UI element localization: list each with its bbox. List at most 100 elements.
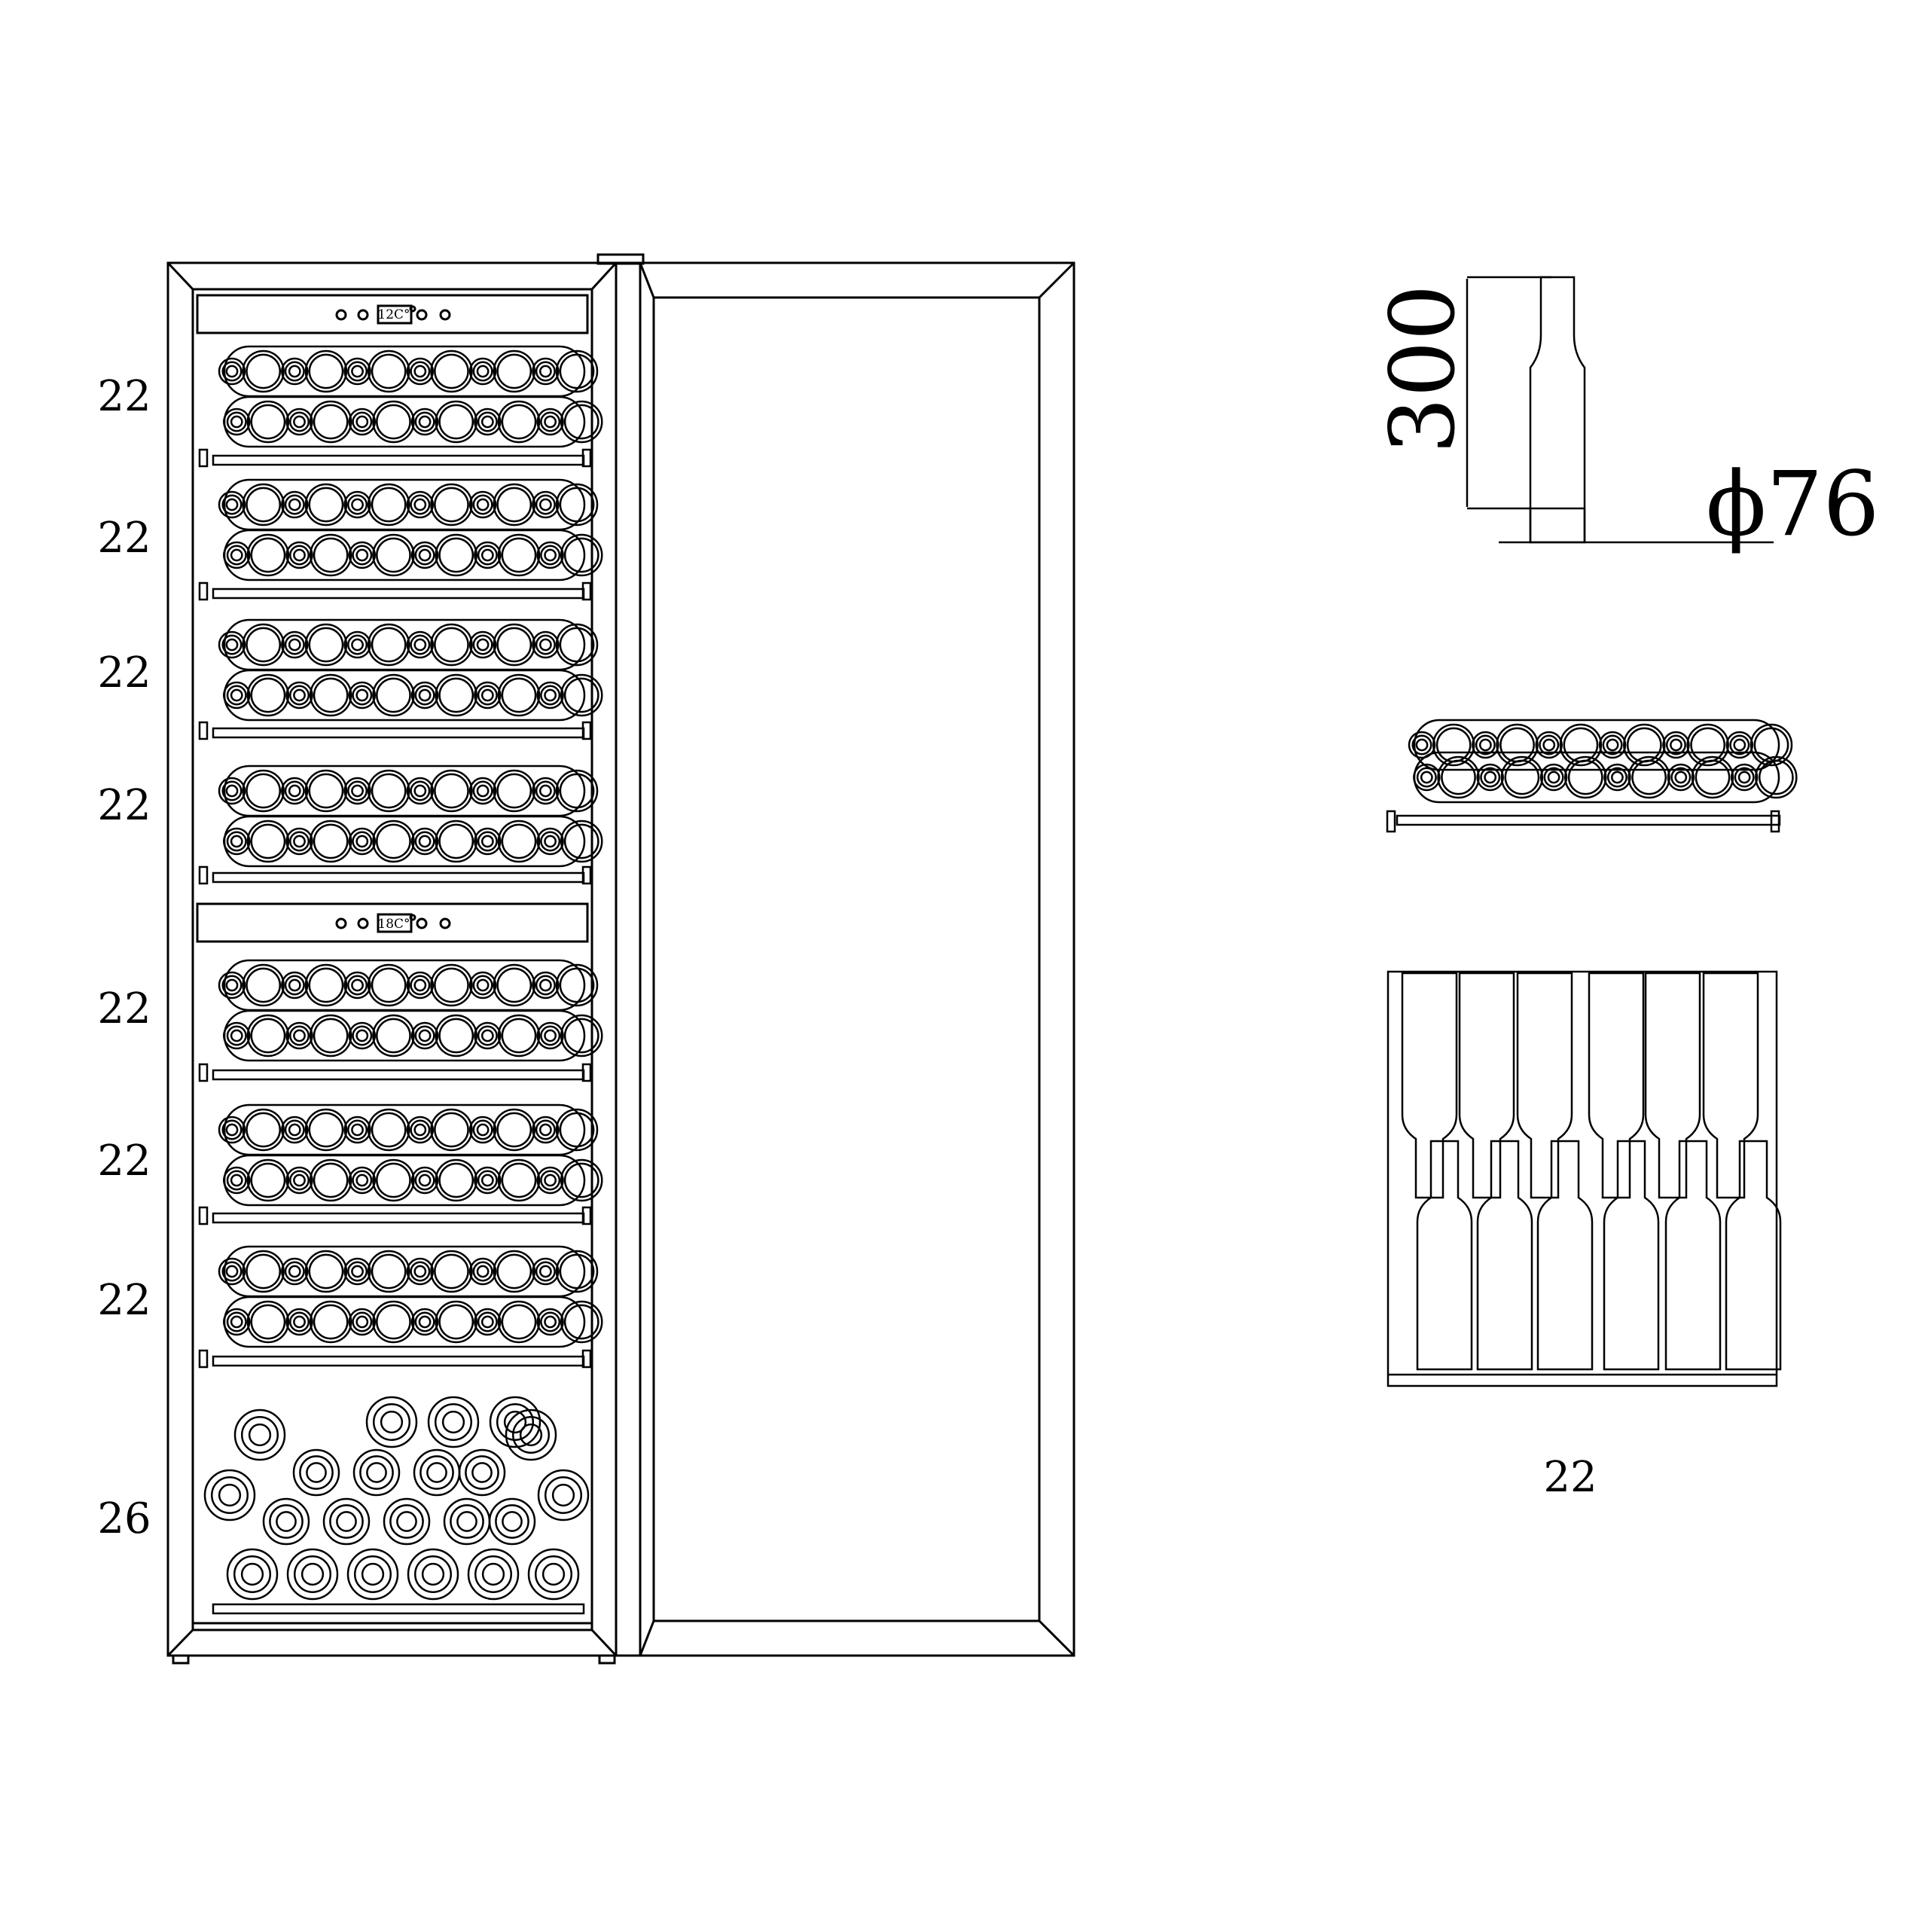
bottle-outline — [1623, 723, 1666, 767]
bottle-outline — [367, 769, 410, 813]
bottle-outline — [1496, 723, 1539, 767]
bottle-rim — [250, 404, 286, 440]
bottle-mouth — [293, 548, 306, 562]
bottle-base — [435, 533, 477, 577]
bottle-rim — [501, 537, 537, 573]
bottle-outline — [309, 1300, 352, 1344]
bottle-outline — [1750, 723, 1793, 767]
bottle-outline — [383, 1497, 431, 1546]
bottle-base — [435, 400, 477, 444]
bottle-neck — [536, 1021, 564, 1050]
bottle-mouth — [351, 978, 364, 992]
bottle-outline — [304, 1108, 348, 1152]
bottle-neck — [1413, 763, 1441, 792]
bottle-rim — [563, 1162, 599, 1198]
door-bevel-tr — [1038, 261, 1075, 299]
bottle-outline — [242, 483, 285, 526]
bottle-rim — [221, 361, 243, 382]
bottle-rim — [563, 677, 599, 713]
bottle-rim — [352, 545, 373, 566]
bottle-base — [367, 483, 410, 526]
bottle-neck — [413, 1448, 461, 1497]
bottle-rim — [289, 831, 310, 852]
bottle-outline — [246, 673, 290, 717]
bottle-rim — [389, 1504, 424, 1539]
bottle-rim — [477, 1311, 498, 1332]
bottle-neck — [222, 541, 251, 569]
bottle-neck — [343, 971, 371, 1000]
bottle-base — [1563, 755, 1607, 799]
side-bottle-upper — [1588, 972, 1645, 1199]
bottle-rim — [289, 685, 310, 706]
bottle-outline — [242, 769, 285, 813]
bottle-outline — [1437, 755, 1480, 799]
bottle-outline — [430, 1108, 473, 1152]
bottle-mouth — [225, 1123, 239, 1137]
bottle-base — [372, 533, 415, 577]
bottle-row — [222, 669, 603, 722]
bottle-base — [242, 349, 285, 393]
bottle-rim — [496, 627, 532, 663]
bottle-base — [560, 673, 603, 717]
bottle-outline — [536, 681, 564, 710]
bottle-neck — [218, 1116, 246, 1144]
bottle-outline — [458, 1448, 506, 1497]
bottle-rim — [347, 634, 368, 655]
bottle-neck — [285, 1166, 313, 1195]
bottle-base — [1628, 755, 1670, 799]
bottle-mouth — [293, 835, 306, 848]
bottle-outline — [497, 1300, 541, 1344]
bottle-rim — [221, 634, 243, 655]
bottle-rim — [226, 1025, 247, 1046]
bottle-mouth — [418, 415, 432, 429]
shelves — [198, 345, 603, 1615]
bottle-outline — [222, 541, 251, 569]
bottle-rim — [496, 773, 532, 809]
control-button — [416, 917, 428, 929]
bottle-outline — [1667, 763, 1695, 792]
bottle-outline — [218, 357, 246, 386]
bottle-rim — [347, 361, 368, 382]
bottle-rim — [501, 677, 537, 713]
bottle-mouth — [230, 1315, 243, 1329]
bottle-rim — [226, 411, 247, 432]
bottle-base — [493, 963, 535, 1007]
bottle-outline — [505, 1409, 557, 1461]
bottle-rim — [563, 537, 599, 573]
bottle-neck — [410, 827, 439, 856]
bottle-mouth — [288, 365, 301, 378]
bottle-mouth — [355, 1174, 369, 1187]
bottle-outline — [493, 963, 535, 1007]
bottle-outline — [348, 681, 377, 710]
bottle-mouth — [288, 638, 301, 652]
bottle-rim — [414, 685, 435, 706]
detail-clip-left — [1386, 810, 1396, 833]
bottle-neck — [346, 1548, 399, 1601]
bottle-outline — [343, 777, 371, 805]
bottle-outline — [343, 357, 371, 386]
bottle-outline — [365, 1396, 418, 1448]
bottle-row — [218, 959, 599, 1012]
bottle-neck — [410, 407, 439, 436]
bottle-outline — [430, 1250, 473, 1293]
bottle-mouth — [481, 1562, 505, 1586]
bottle-silhouette — [1529, 276, 1586, 544]
bottle-mouth — [413, 1123, 427, 1137]
bottle-base — [555, 483, 599, 526]
bottle-outline — [497, 673, 541, 717]
bottle-neck — [1725, 731, 1754, 759]
bottle-rim — [284, 634, 305, 655]
bottle-outline — [1413, 763, 1441, 792]
bottle-rim — [414, 411, 435, 432]
bottle-base — [372, 400, 415, 444]
bottle-rim — [293, 1555, 332, 1594]
bottle-outline — [372, 819, 415, 863]
bottle-rim — [250, 537, 286, 573]
bottle-mouth — [538, 498, 552, 511]
bottle-outline — [555, 1250, 599, 1293]
bottle-base — [560, 533, 603, 577]
bottle-base — [242, 769, 285, 813]
bottle-outline — [489, 1396, 541, 1448]
bottle-base — [372, 673, 415, 717]
bottle-rim — [563, 1018, 599, 1054]
